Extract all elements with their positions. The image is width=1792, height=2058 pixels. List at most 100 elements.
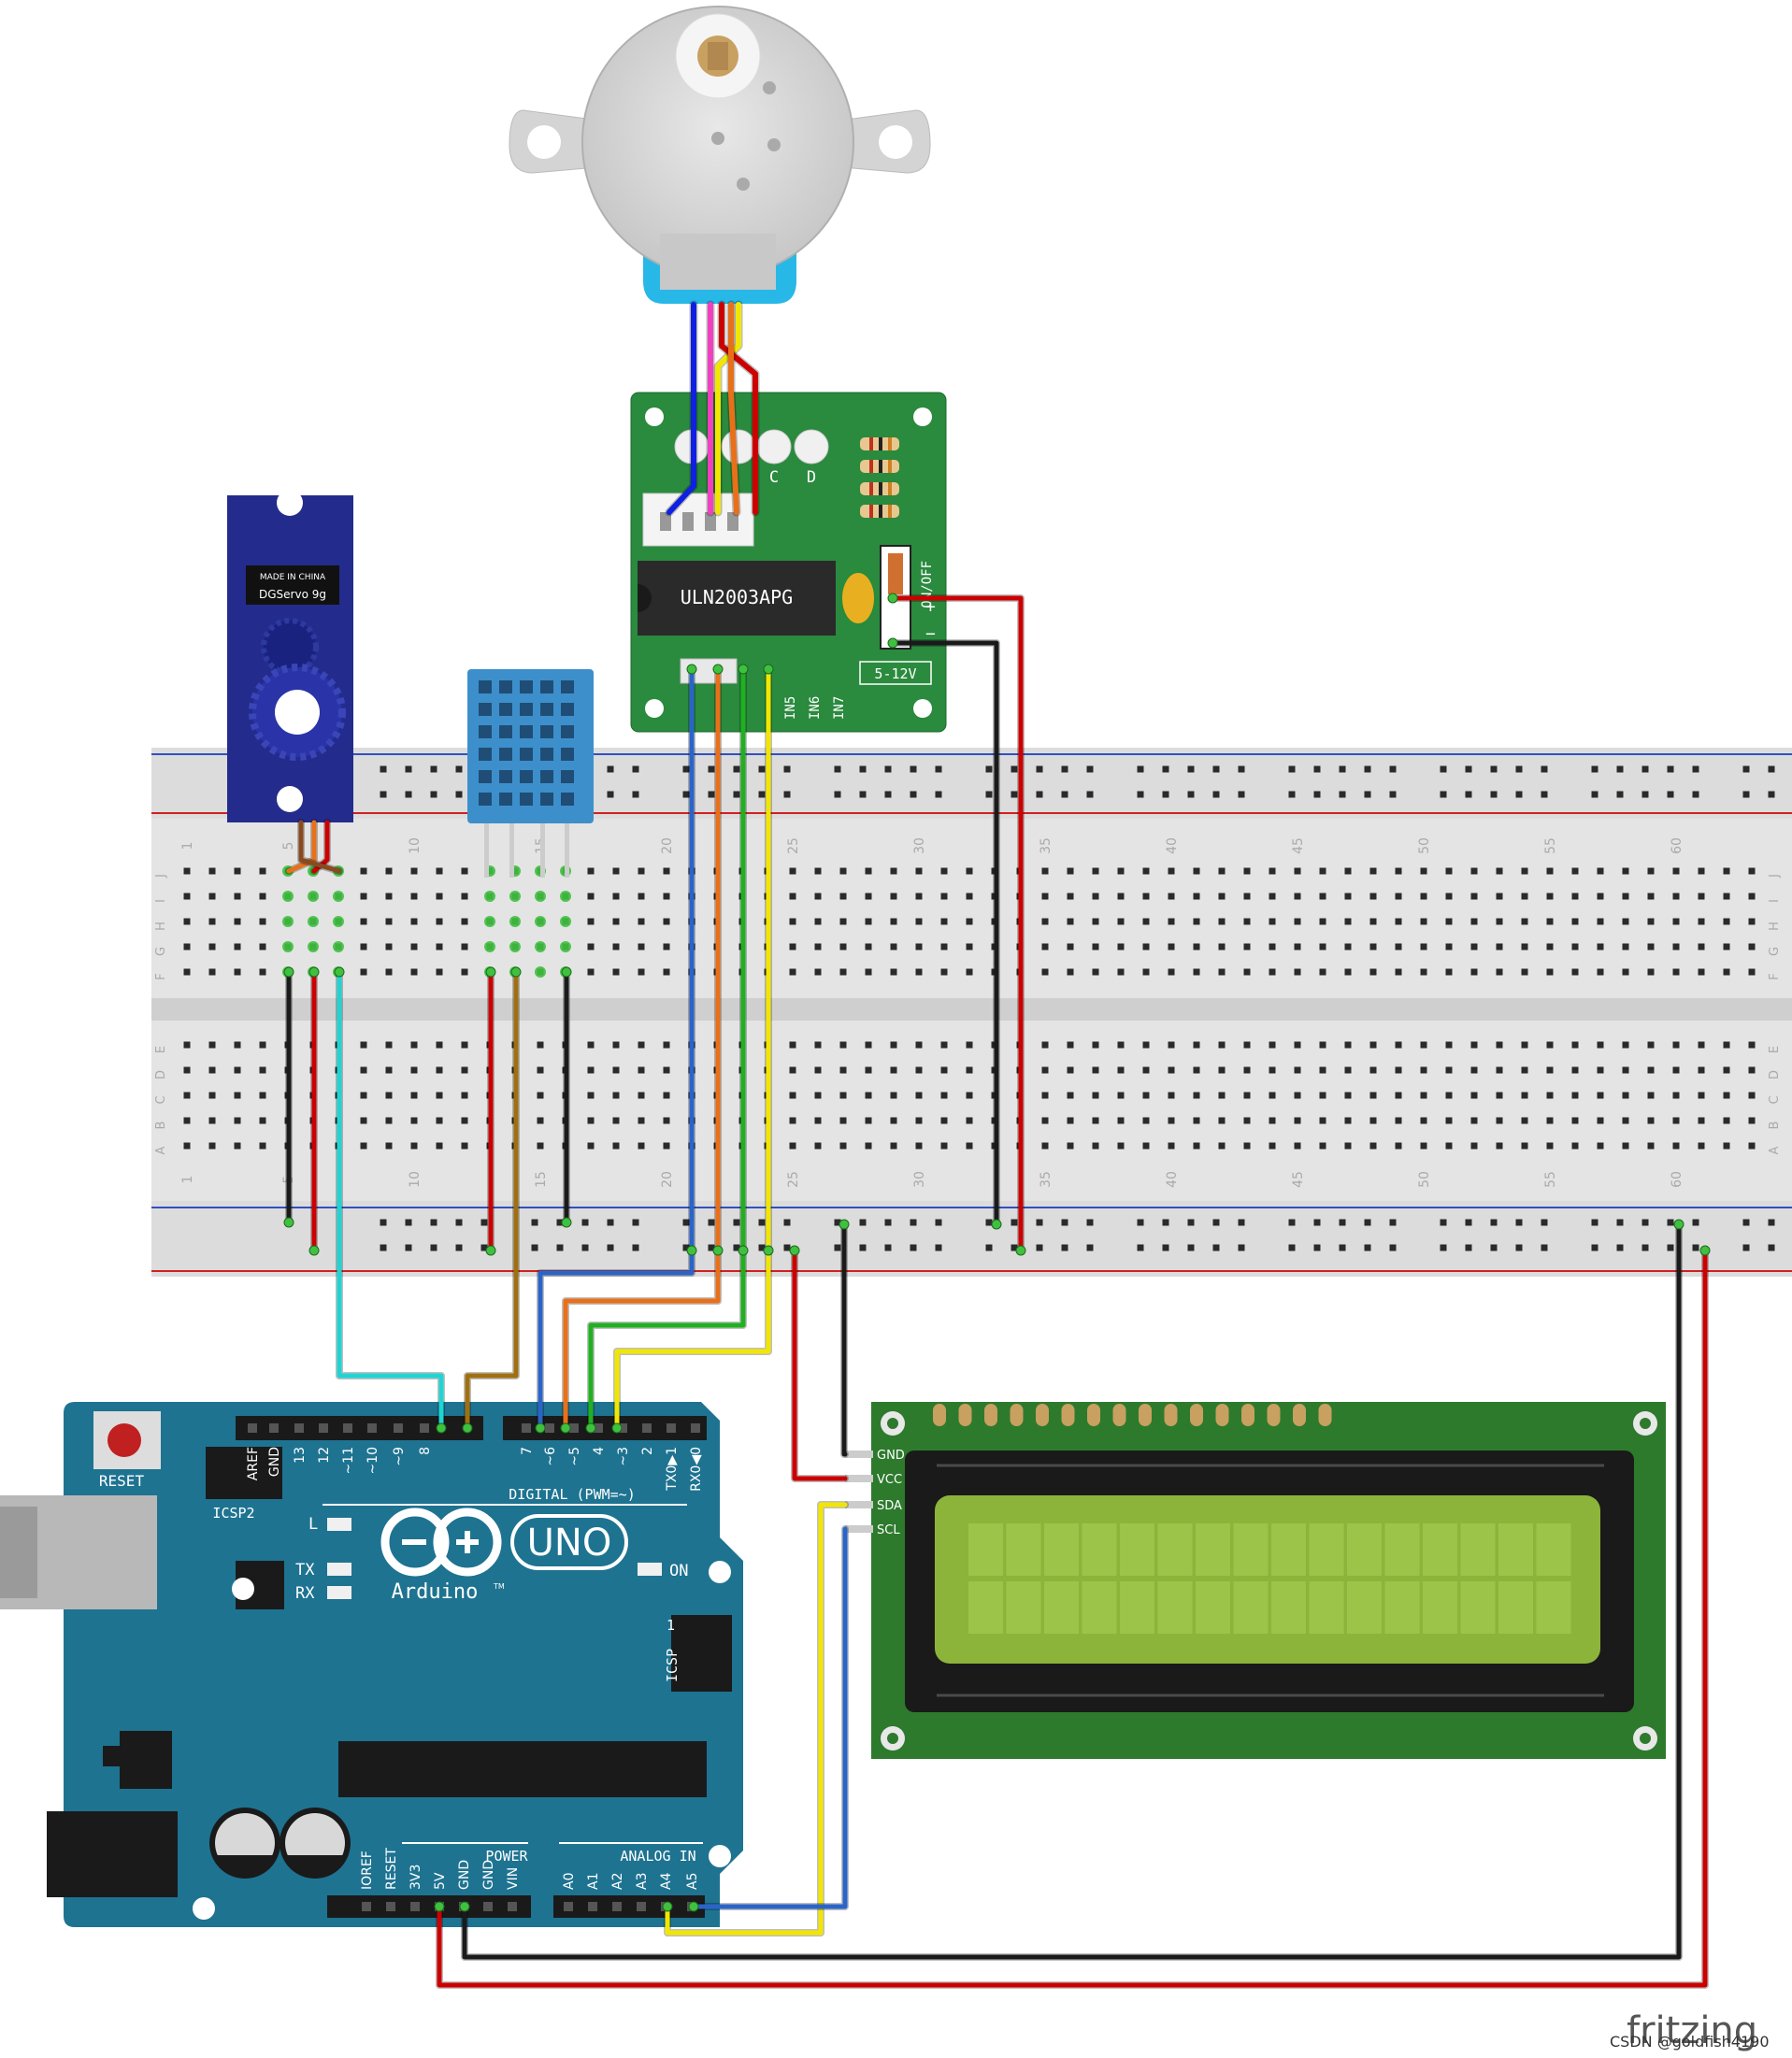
breadboard-hole bbox=[1672, 1041, 1680, 1049]
digital-pin-socket[interactable] bbox=[691, 1423, 700, 1433]
digital-pin-socket[interactable] bbox=[394, 1423, 403, 1433]
breadboard-rail-hole bbox=[1137, 1219, 1144, 1226]
switch-jumper[interactable] bbox=[888, 553, 903, 594]
breadboard-hole bbox=[1168, 943, 1175, 950]
breadboard-hole bbox=[1546, 1117, 1554, 1124]
lcd-i2c-pin[interactable] bbox=[845, 1475, 873, 1482]
wire[interactable] bbox=[437, 1248, 1708, 1988]
digital-pin-label: RX0◀0 bbox=[689, 1447, 704, 1492]
wire[interactable] bbox=[691, 1526, 848, 1909]
breadboard-hole bbox=[1344, 943, 1352, 950]
analog-pin-socket[interactable] bbox=[588, 1902, 597, 1911]
voltage-box bbox=[859, 661, 932, 685]
motor-mount-hole-right bbox=[879, 125, 912, 159]
wire[interactable] bbox=[563, 666, 721, 1431]
wire[interactable] bbox=[286, 820, 317, 874]
breadboard-hole bbox=[1142, 943, 1150, 950]
wire[interactable] bbox=[614, 666, 771, 1431]
breadboard-hole bbox=[183, 918, 191, 925]
lcd-i2c-pin[interactable] bbox=[845, 1501, 873, 1508]
analog-pin-socket[interactable] bbox=[637, 1902, 646, 1911]
breadboard-hole bbox=[1168, 968, 1175, 976]
breadboard-hole bbox=[1218, 1041, 1226, 1049]
digital-pin-socket[interactable] bbox=[545, 1423, 554, 1433]
wire[interactable] bbox=[719, 302, 758, 515]
servo-small-gear bbox=[261, 618, 319, 676]
digital-pin-socket[interactable] bbox=[618, 1423, 627, 1433]
breadboard-hole bbox=[1117, 968, 1125, 976]
wire-end bbox=[485, 1245, 496, 1256]
digital-pin-socket[interactable] bbox=[343, 1423, 352, 1433]
breadboard-hole bbox=[890, 893, 897, 900]
row-letter: J bbox=[154, 874, 168, 879]
breadboard-hole bbox=[1748, 1117, 1756, 1124]
digital-pin-socket[interactable] bbox=[642, 1423, 652, 1433]
wire[interactable] bbox=[841, 1222, 848, 1457]
lcd-i2c-pin[interactable] bbox=[845, 1525, 873, 1533]
digital-pin-socket[interactable] bbox=[594, 1423, 603, 1433]
digital-pin-socket[interactable] bbox=[420, 1423, 429, 1433]
digital-pin-label: 8 bbox=[418, 1447, 433, 1455]
wire[interactable] bbox=[588, 666, 746, 1431]
power-pin-socket[interactable] bbox=[386, 1902, 395, 1911]
breadboard-hole bbox=[1041, 1117, 1049, 1124]
digital-pin-socket[interactable] bbox=[569, 1423, 579, 1433]
wire[interactable] bbox=[665, 1502, 848, 1936]
power-pin-socket[interactable] bbox=[362, 1902, 371, 1911]
breadboard-hole bbox=[915, 1117, 923, 1124]
analog-pin-label: A0 bbox=[562, 1873, 577, 1890]
breadboard-rail-hole bbox=[935, 1244, 942, 1251]
wire[interactable] bbox=[890, 595, 1024, 1253]
breadboard-rail-hole bbox=[632, 791, 639, 798]
wire[interactable] bbox=[462, 1222, 1682, 1960]
analog-pin-socket[interactable] bbox=[564, 1902, 573, 1911]
breadboard-hole bbox=[461, 1142, 468, 1150]
breadboard-rail-hole bbox=[1641, 765, 1649, 773]
breadboard-hole bbox=[1647, 1142, 1655, 1150]
wire[interactable] bbox=[890, 640, 999, 1227]
digital-pin-socket[interactable] bbox=[367, 1423, 377, 1433]
led-l bbox=[327, 1518, 351, 1531]
wire[interactable] bbox=[792, 1248, 848, 1481]
power-pin-socket[interactable] bbox=[483, 1902, 493, 1911]
digital-pin-socket[interactable] bbox=[667, 1423, 676, 1433]
analog-pin-socket[interactable] bbox=[612, 1902, 622, 1911]
wire[interactable] bbox=[728, 302, 739, 515]
breadboard-hole bbox=[1369, 1117, 1377, 1124]
breadboard-hole bbox=[1041, 918, 1049, 925]
digital-pin-socket[interactable] bbox=[294, 1423, 304, 1433]
breadboard-hole bbox=[663, 943, 670, 950]
connected-hole bbox=[282, 916, 294, 927]
digital-pin-socket[interactable] bbox=[248, 1423, 257, 1433]
breadboard-rail-hole bbox=[1086, 765, 1094, 773]
breadboard-hole bbox=[234, 1066, 241, 1074]
wire[interactable] bbox=[667, 302, 696, 515]
lcd-i2c-pin[interactable] bbox=[845, 1451, 873, 1458]
power-pin-socket[interactable] bbox=[508, 1902, 517, 1911]
power-pin-socket[interactable] bbox=[410, 1902, 420, 1911]
wire[interactable] bbox=[337, 969, 444, 1431]
wire[interactable] bbox=[298, 820, 342, 874]
digital-pin-label: ~5 bbox=[567, 1447, 582, 1466]
breadboard-hole bbox=[259, 867, 266, 875]
breadboard-hole bbox=[537, 1142, 544, 1150]
breadboard-hole bbox=[183, 1117, 191, 1124]
breadboard-hole bbox=[1622, 1117, 1629, 1124]
chip-label: ULN2003APG bbox=[681, 586, 793, 608]
breadboard-hole bbox=[940, 1117, 948, 1124]
breadboard-rail-hole bbox=[1768, 1219, 1775, 1226]
digital-pin-socket[interactable] bbox=[269, 1423, 279, 1433]
breadboard-rail-hole bbox=[1212, 765, 1220, 773]
breadboard-rail-hole bbox=[1742, 1244, 1750, 1251]
wire[interactable] bbox=[538, 666, 695, 1431]
row-letter: I bbox=[1768, 899, 1782, 903]
digital-pin-socket[interactable] bbox=[319, 1423, 328, 1433]
wire[interactable] bbox=[465, 969, 519, 1431]
breadboard-hole bbox=[663, 1092, 670, 1099]
digital-pin-socket[interactable] bbox=[522, 1423, 531, 1433]
reset-button[interactable] bbox=[108, 1423, 141, 1457]
breadboard-hole bbox=[1672, 867, 1680, 875]
breadboard-hole bbox=[1622, 867, 1629, 875]
breadboard-hole bbox=[259, 1117, 266, 1124]
breadboard-hole bbox=[940, 867, 948, 875]
